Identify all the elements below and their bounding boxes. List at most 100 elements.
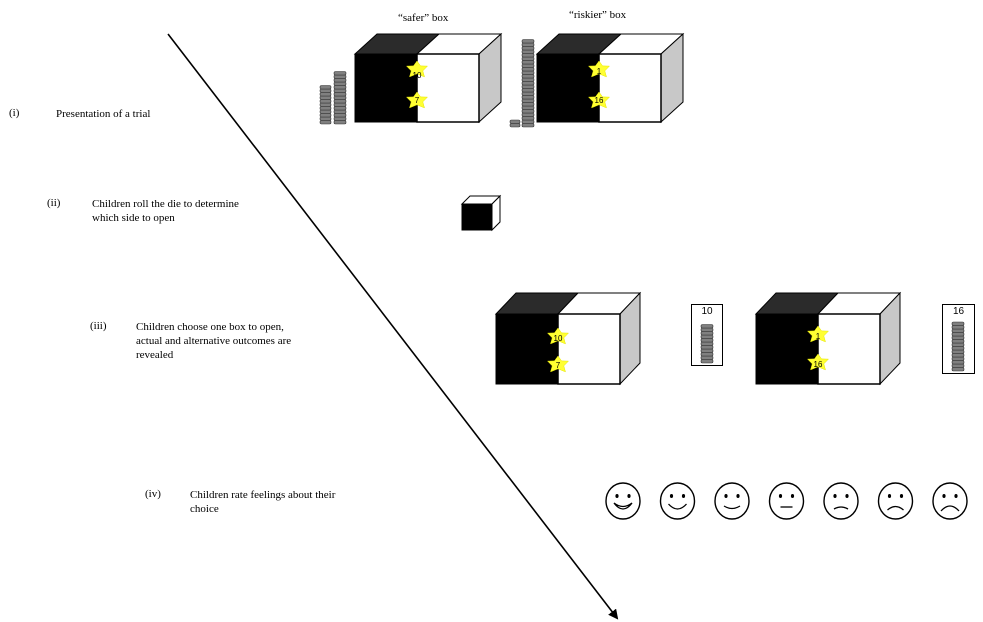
- coin: [521, 109, 535, 114]
- coin: [521, 60, 535, 65]
- coin: [521, 56, 535, 61]
- coin-single: [509, 119, 521, 128]
- outcome-value: 16: [952, 306, 965, 317]
- step-3-line-3: revealed: [136, 349, 174, 361]
- coin: [509, 119, 521, 124]
- riskier-bottom-star-value: 16: [595, 96, 604, 105]
- opened-riskier-bottom-star-value: 16: [814, 360, 823, 369]
- coin: [319, 120, 332, 125]
- safer-bottom-star-value: 7: [415, 96, 420, 105]
- coin: [951, 325, 965, 330]
- safer-box: 10 7: [353, 32, 503, 124]
- step-4-line-2: choice: [190, 503, 219, 515]
- face-slightly-sad-icon: [823, 482, 859, 520]
- opened-safer-top-star-value: 10: [554, 334, 563, 343]
- coin: [333, 78, 347, 83]
- die-icon: [460, 194, 502, 232]
- star-icon: [546, 355, 570, 373]
- step-3-number: (iii): [90, 320, 107, 332]
- coin: [951, 332, 965, 337]
- safer-top-star-value: 10: [413, 71, 422, 80]
- coin: [333, 85, 347, 90]
- coin: [319, 113, 332, 118]
- face-slightly-happy-icon: [714, 482, 750, 520]
- step-2-number: (ii): [47, 197, 61, 209]
- face-very-happy-icon: [605, 482, 641, 520]
- coin: [521, 119, 535, 124]
- coin: [521, 81, 535, 86]
- opened-safer-bottom-star-value: 7: [556, 361, 561, 370]
- coin: [333, 92, 347, 97]
- coin: [333, 99, 347, 104]
- coin: [319, 99, 332, 104]
- coin: [319, 106, 332, 111]
- coin: [951, 356, 965, 361]
- step-1-number: (i): [9, 107, 20, 119]
- coin: [700, 348, 714, 353]
- coin: [951, 363, 965, 368]
- riskier-coin-stacks: [509, 39, 535, 128]
- star-icon: [405, 91, 429, 109]
- coin: [521, 42, 535, 47]
- coin: [333, 71, 347, 76]
- coin: [521, 39, 535, 44]
- step-4-number: (iv): [145, 488, 161, 500]
- coin: [333, 120, 347, 125]
- coin: [700, 334, 714, 339]
- coin-stack-tall: [333, 71, 347, 125]
- step-2-line-1: Children roll the die to determine: [92, 198, 239, 210]
- step-4-text: Children rate feelings about their choic…: [190, 488, 335, 516]
- coin: [951, 346, 965, 351]
- coin: [521, 95, 535, 100]
- coin: [521, 98, 535, 103]
- coin: [521, 49, 535, 54]
- coin: [521, 112, 535, 117]
- step-4-line-1: Children rate feelings about their: [190, 489, 336, 501]
- step-3-line-1: Children choose one box to open,: [136, 321, 284, 333]
- coin: [333, 109, 347, 114]
- step-3-line-2: actual and alternative outcomes are: [136, 335, 292, 347]
- coin: [700, 345, 714, 350]
- coin: [521, 53, 535, 58]
- opened-riskier-box: 1 16: [754, 291, 902, 386]
- coin: [951, 367, 965, 372]
- coin: [521, 88, 535, 93]
- star-icon: [806, 353, 830, 371]
- coin: [951, 342, 965, 347]
- coin-stack: [951, 321, 965, 372]
- coin: [521, 102, 535, 107]
- coin: [509, 123, 521, 128]
- coin: [951, 335, 965, 340]
- coin: [521, 77, 535, 82]
- coin: [951, 360, 965, 365]
- coin: [700, 352, 714, 357]
- coin-stack-short: [319, 85, 332, 125]
- star-icon: [546, 327, 570, 345]
- star-icon: [587, 60, 611, 78]
- coin-stack-very-tall: [521, 39, 535, 128]
- coin: [521, 116, 535, 121]
- face-very-sad-icon: [932, 482, 968, 520]
- coin: [319, 116, 332, 121]
- coin: [521, 105, 535, 110]
- star-icon: [587, 91, 611, 109]
- coin: [319, 95, 332, 100]
- outcome-card-safer: 10: [691, 304, 723, 366]
- coin: [333, 116, 347, 121]
- coin: [700, 341, 714, 346]
- safer-box-label: “safer” box: [398, 12, 449, 24]
- outcome-value: 10: [701, 306, 713, 317]
- riskier-box: 1 16: [535, 32, 685, 124]
- coin: [319, 109, 332, 114]
- step-3-text: Children choose one box to open, actual …: [136, 320, 291, 362]
- face-sad-icon: [877, 482, 914, 520]
- star-icon: [806, 325, 830, 343]
- coin: [333, 113, 347, 118]
- step-2-line-2: which side to open: [92, 212, 175, 224]
- coin: [700, 355, 714, 360]
- coin: [700, 331, 714, 336]
- step-2-text: Children roll the die to determine which…: [92, 197, 239, 225]
- coin: [521, 46, 535, 51]
- coin-stack: [700, 324, 714, 364]
